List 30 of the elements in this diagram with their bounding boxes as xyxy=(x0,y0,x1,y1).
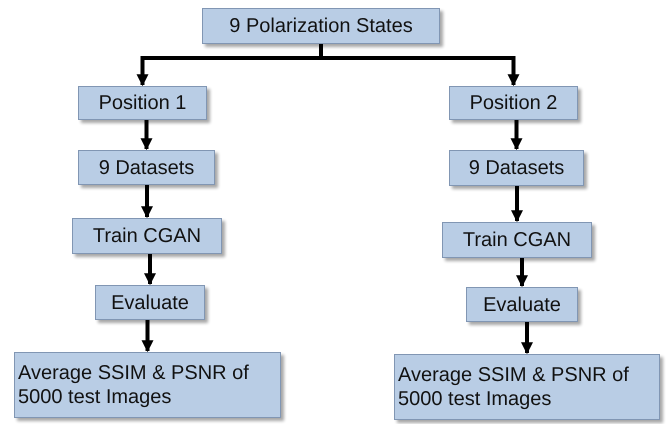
box-label: 9 Polarization States xyxy=(228,14,414,38)
process-box xyxy=(78,150,215,185)
box-label: Average SSIM & PSNR of 5000 test Images xyxy=(397,363,630,411)
process-box xyxy=(202,8,440,44)
process-box xyxy=(442,222,592,258)
arrow xyxy=(140,120,152,150)
box-label: 9 Datasets xyxy=(468,156,566,180)
arrow xyxy=(521,322,533,354)
box-label: Train CGAN xyxy=(92,224,202,248)
process-box xyxy=(78,86,207,120)
process-box xyxy=(95,285,205,320)
process-box xyxy=(394,354,660,420)
box-label: 9 Datasets xyxy=(98,156,196,180)
process-box xyxy=(72,218,222,254)
box-label: Train CGAN xyxy=(462,228,572,252)
box-label: Evaluate xyxy=(110,290,190,314)
process-box xyxy=(449,86,578,120)
arrow xyxy=(144,254,156,286)
process-box xyxy=(14,352,281,418)
box-label: Position 2 xyxy=(468,91,558,115)
process-box xyxy=(449,150,584,186)
arrow xyxy=(142,320,154,352)
process-box xyxy=(466,287,578,322)
arrow xyxy=(141,185,153,218)
arrow xyxy=(511,186,523,222)
box-label: Evaluate xyxy=(482,292,562,316)
arrow xyxy=(510,120,522,150)
arrow xyxy=(516,258,528,288)
box-label: Average SSIM & PSNR of 5000 test Images xyxy=(17,361,250,409)
box-label: Position 1 xyxy=(98,91,188,115)
